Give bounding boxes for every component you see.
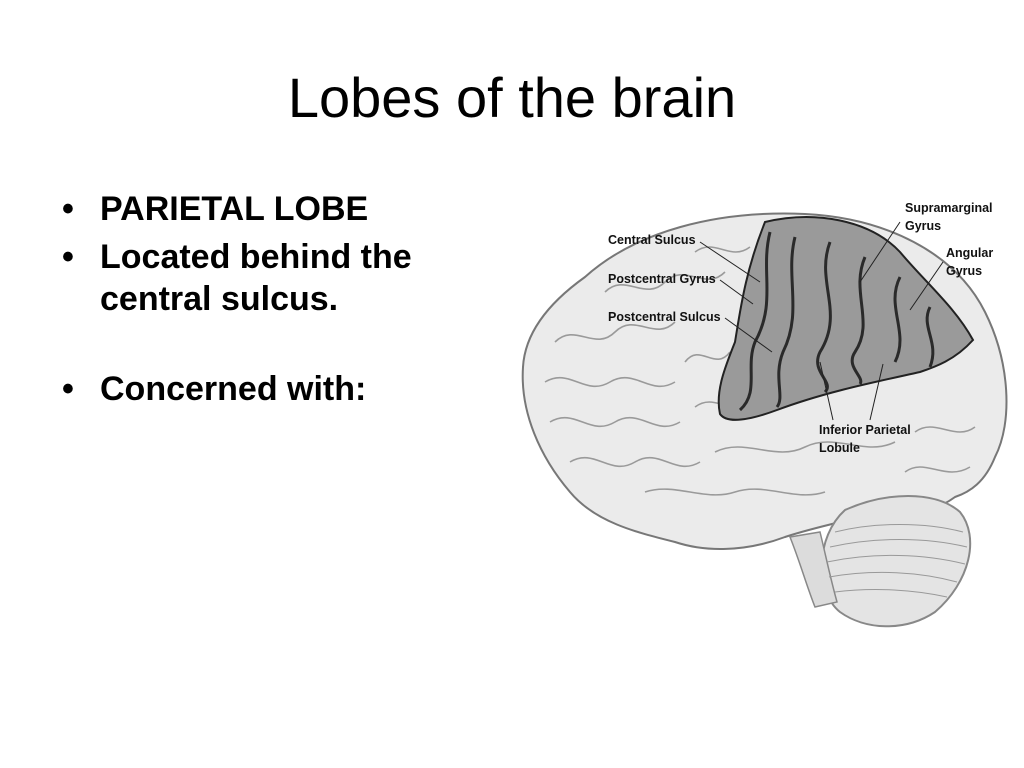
label-supramarginal-line2: Gyrus bbox=[905, 219, 942, 233]
label-supramarginal-line1: Supramarginal bbox=[905, 201, 993, 215]
label-inferior-parietal-line1: Inferior Parietal bbox=[819, 423, 911, 437]
label-postcentral-gyrus: Postcentral Gyrus bbox=[608, 272, 716, 286]
cerebellum-folia bbox=[826, 524, 968, 598]
cerebellum-outline bbox=[820, 495, 972, 628]
label-central-sulcus: Central Sulcus bbox=[608, 233, 696, 247]
brain-illustration bbox=[521, 212, 1008, 628]
slide-title: Lobes of the brain bbox=[287, 66, 737, 129]
parietal-lobe-region bbox=[717, 216, 975, 421]
label-postcentral-sulcus: Postcentral Sulcus bbox=[608, 310, 721, 324]
label-leader-lines bbox=[699, 221, 944, 421]
brain-diagram: Central Sulcus Postcentral Gyrus Postcen… bbox=[515, 192, 1015, 632]
label-angular-line1: Angular bbox=[946, 246, 994, 260]
gyri-pattern bbox=[544, 246, 976, 496]
label-inferior-parietal-line2: Lobule bbox=[819, 441, 860, 455]
bullet-location: Located behind the central sulcus. bbox=[62, 236, 492, 320]
brainstem-outline bbox=[788, 531, 838, 608]
label-angular-line2: Gyrus bbox=[946, 264, 983, 278]
bullet-concerned-with: Concerned with: bbox=[62, 368, 492, 410]
bullet-parietal-lobe: PARIETAL LOBE bbox=[62, 188, 492, 230]
parietal-sulci bbox=[738, 231, 935, 412]
bullet-list: PARIETAL LOBE Located behind the central… bbox=[62, 188, 492, 416]
